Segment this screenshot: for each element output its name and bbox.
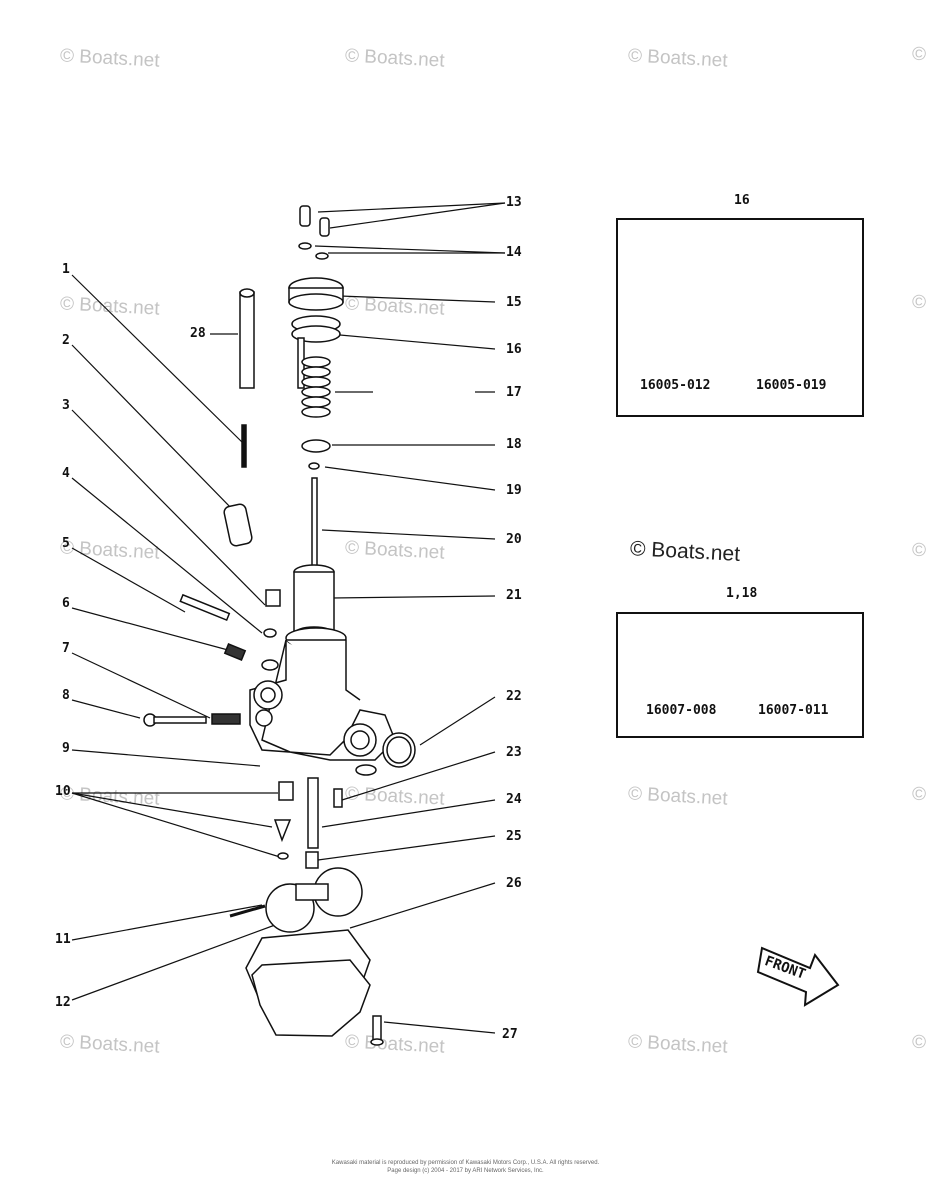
callout-23: 23 — [506, 745, 522, 760]
inset-top-part-a: 16005-012 — [640, 378, 711, 393]
callout-26: 26 — [506, 876, 522, 891]
inset-bottom-box — [616, 612, 864, 738]
inset-top-box — [616, 218, 864, 417]
callout-9: 9 — [62, 741, 70, 756]
callout-3: 3 — [62, 398, 70, 413]
footer-copyright: Kawasaki material is reproduced by permi… — [331, 1160, 600, 1166]
inset-bottom-title: 1,18 — [726, 586, 758, 601]
callout-27: 27 — [502, 1027, 518, 1042]
callout-1: 1 — [62, 262, 70, 277]
callout-24: 24 — [506, 792, 522, 807]
callout-20: 20 — [506, 532, 522, 547]
front-arrow-icon — [756, 946, 840, 1007]
callout-8: 8 — [62, 688, 70, 703]
callout-19: 19 — [506, 483, 522, 498]
inset-bottom-part-a: 16007-008 — [646, 703, 717, 718]
inset-top-title: 16 — [734, 193, 750, 208]
callout-15: 15 — [506, 295, 522, 310]
callout-10: 10 — [55, 784, 71, 799]
footer-page-design: Page design (c) 2004 - 2017 by ARI Netwo… — [387, 1168, 544, 1174]
callout-25: 25 — [506, 829, 522, 844]
inset-bottom-part-b: 16007-011 — [758, 703, 829, 718]
callout-17: 17 — [506, 385, 522, 400]
inset-top-part-b: 16005-019 — [756, 378, 827, 393]
callout-12: 12 — [55, 995, 71, 1010]
callout-5: 5 — [62, 536, 70, 551]
callout-6: 6 — [62, 596, 70, 611]
callout-4: 4 — [62, 466, 70, 481]
callout-13: 13 — [506, 195, 522, 210]
callout-18: 18 — [506, 437, 522, 452]
callout-21: 21 — [506, 588, 522, 603]
callout-16: 16 — [506, 342, 522, 357]
callout-28: 28 — [190, 326, 206, 341]
callout-14: 14 — [506, 245, 522, 260]
callout-11: 11 — [55, 932, 71, 947]
callout-7: 7 — [62, 641, 70, 656]
callout-22: 22 — [506, 689, 522, 704]
callout-2: 2 — [62, 333, 70, 348]
